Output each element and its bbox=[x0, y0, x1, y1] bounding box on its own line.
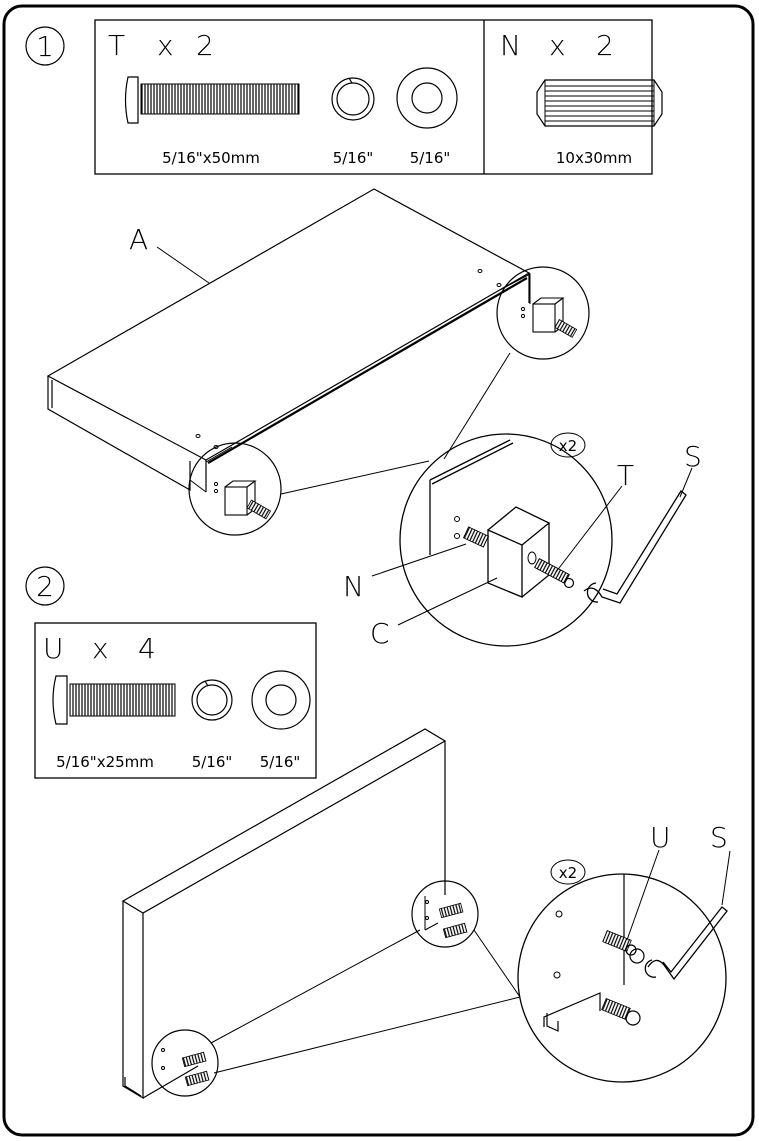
part-t-flat-washer-label: 5/16" bbox=[410, 149, 451, 167]
step-1-number: 1 bbox=[36, 30, 54, 63]
repeat-badge-2-text: x2 bbox=[559, 864, 577, 882]
detail-leader-bottom bbox=[280, 460, 430, 495]
callout-s-leader bbox=[679, 467, 693, 498]
detail2-leader-a bbox=[473, 929, 521, 998]
detail-circle-upper bbox=[411, 880, 479, 948]
part-t-header: T x 2 bbox=[108, 29, 214, 62]
part-u-header: U x 4 bbox=[43, 632, 156, 665]
part-u-letter: U bbox=[43, 632, 64, 665]
step-2-parts-box: U x 4 5/16"x25mm 5/16" 5/16" bbox=[34, 622, 317, 779]
detail-circle-lower bbox=[151, 1029, 219, 1097]
callout-u-leader bbox=[626, 849, 660, 941]
part-n-times: x bbox=[549, 29, 566, 62]
lock-washer-icon bbox=[191, 679, 233, 721]
part-u-qty: 4 bbox=[138, 632, 156, 665]
callout-s-2-leader bbox=[721, 850, 731, 906]
flat-washer-icon bbox=[396, 67, 458, 129]
bolt-icon bbox=[52, 675, 176, 725]
detail-circle-left bbox=[188, 442, 282, 536]
part-u-flat-washer-label: 5/16" bbox=[260, 753, 301, 771]
step-2-badge bbox=[25, 566, 65, 606]
callout-s-2: S bbox=[710, 821, 728, 854]
step-2: 2 U x 4 5/16"x25mm 5/16" bbox=[25, 566, 731, 1100]
callout-a-leader bbox=[156, 246, 210, 284]
detail2-leader-b bbox=[210, 929, 421, 1044]
panel-a-holes bbox=[195, 269, 502, 449]
step-1-parts-box: T x 2 5/16"x50mm 5/16" 5/16" bbox=[94, 19, 663, 175]
part-n-qty: 2 bbox=[596, 29, 614, 62]
part-n-dowel-label: 10x30mm bbox=[556, 149, 632, 167]
page-border bbox=[2, 4, 755, 1137]
step-1: 1 T x 2 5/16"x50mm 5/16" bbox=[25, 19, 702, 650]
dowel-icon bbox=[536, 79, 663, 127]
callout-t: T bbox=[617, 459, 634, 492]
repeat-badge-2 bbox=[550, 859, 586, 885]
part-u-bolt-label: 5/16"x25mm bbox=[56, 753, 154, 771]
callout-n: N bbox=[343, 570, 364, 603]
callout-t-leader bbox=[555, 485, 623, 573]
part-t-bolt-label: 5/16"x50mm bbox=[162, 149, 260, 167]
detail-circle-main bbox=[399, 433, 687, 647]
callout-a: A bbox=[129, 223, 148, 256]
detail2-leader-c bbox=[213, 996, 521, 1074]
part-n-header: N x 2 bbox=[500, 29, 614, 62]
detail-leader-top bbox=[443, 352, 511, 460]
step-2-number: 2 bbox=[36, 570, 54, 603]
part-t-times: x bbox=[157, 29, 174, 62]
part-t-qty: 2 bbox=[196, 29, 214, 62]
callout-u: U bbox=[650, 821, 671, 854]
step-1-badge bbox=[25, 26, 65, 66]
bolt-icon bbox=[124, 76, 300, 124]
detail-circle-main-2 bbox=[517, 873, 728, 1083]
callout-s: S bbox=[684, 440, 702, 473]
repeat-badge-1 bbox=[550, 432, 586, 458]
part-n-letter: N bbox=[500, 29, 521, 62]
side-panel bbox=[121, 728, 447, 1100]
lock-washer-icon bbox=[331, 77, 375, 121]
repeat-badge-1-text: x2 bbox=[559, 437, 577, 455]
callout-n-leader bbox=[371, 543, 467, 577]
flat-washer-icon bbox=[251, 670, 311, 730]
part-u-lock-washer-label: 5/16" bbox=[192, 753, 233, 771]
part-t-letter: T bbox=[108, 29, 125, 62]
callout-c-leader bbox=[397, 577, 498, 626]
detail-circle-right bbox=[496, 266, 590, 360]
callout-c: C bbox=[370, 617, 390, 650]
part-t-lock-washer-label: 5/16" bbox=[333, 149, 374, 167]
part-u-times: x bbox=[92, 632, 109, 665]
